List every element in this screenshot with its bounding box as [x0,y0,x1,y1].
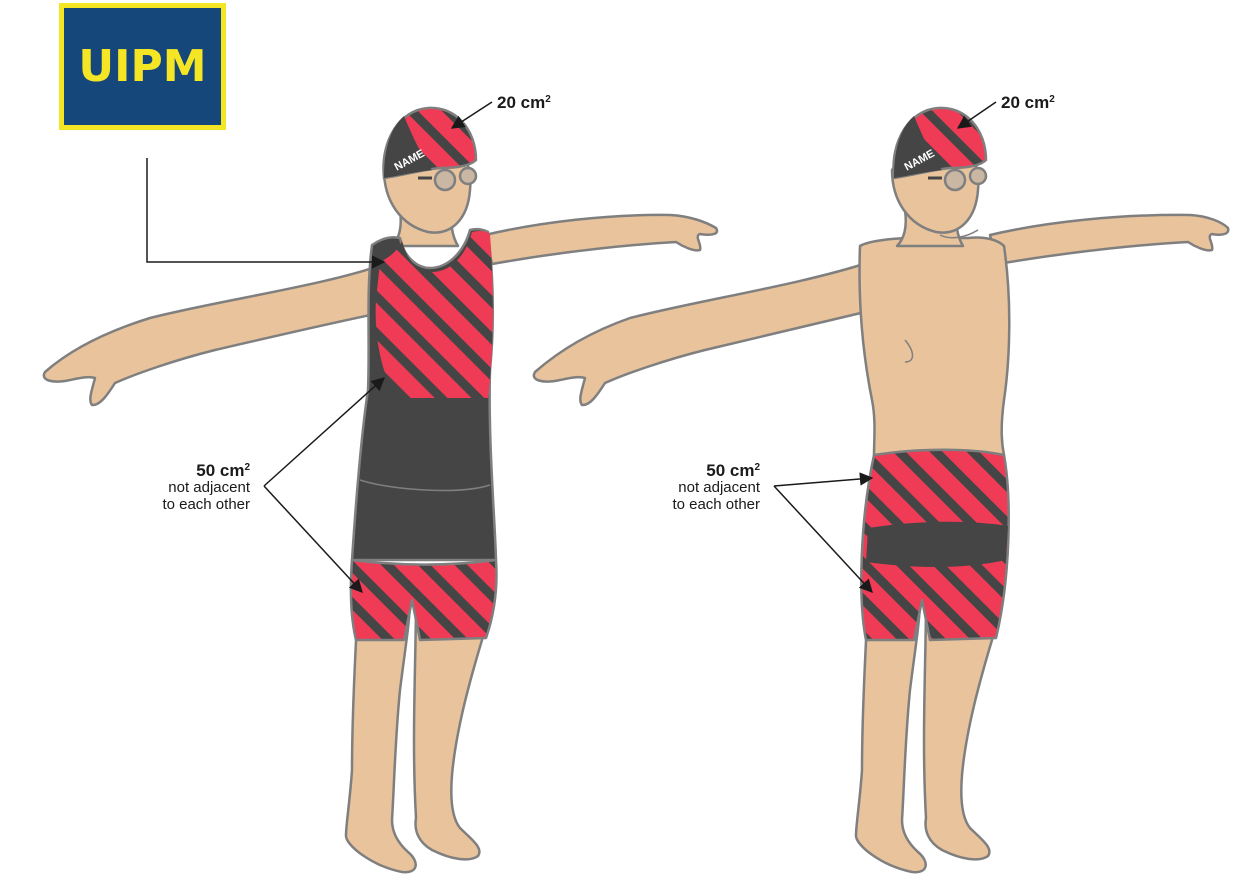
logo-leader-line [147,158,384,262]
right-body-area-note-1: not adjacent [660,479,760,496]
left-swimmer-shorts-panel [351,560,497,640]
right-swimmer-arm-right [990,215,1228,264]
left-swimmer-figure [44,108,717,872]
left-body-area-note-1: not adjacent [150,479,250,496]
left-body-area-label: 50 cm2 not adjacent to each other [150,459,250,513]
right-swimmer-torso [860,237,1010,455]
right-body-area-label: 50 cm2 not adjacent to each other [660,459,760,513]
left-body-area-value: 50 cm2 [150,459,250,479]
left-swimmer-arm-right [485,215,717,264]
right-body-area-note-2: to each other [660,496,760,513]
left-cap-area-label: 20 cm2 [497,93,551,113]
left-cap-leader-line [452,102,492,128]
right-body-leader-upper [774,478,872,486]
right-cap-area-label: 20 cm2 [1001,93,1055,113]
right-swimmer-arm-left [534,262,870,405]
right-body-leader-lower [774,486,872,592]
left-body-leader-lower [264,486,362,592]
uipm-logo: UIPM [59,3,226,130]
left-swimmer-arm-left [44,262,390,405]
right-swimmer-shorts-band [866,522,1008,567]
left-swimmer-chest-panel [376,231,493,398]
right-body-area-value: 50 cm2 [660,459,760,479]
uipm-logo-text: UIPM [78,41,206,92]
left-body-area-note-2: to each other [150,496,250,513]
